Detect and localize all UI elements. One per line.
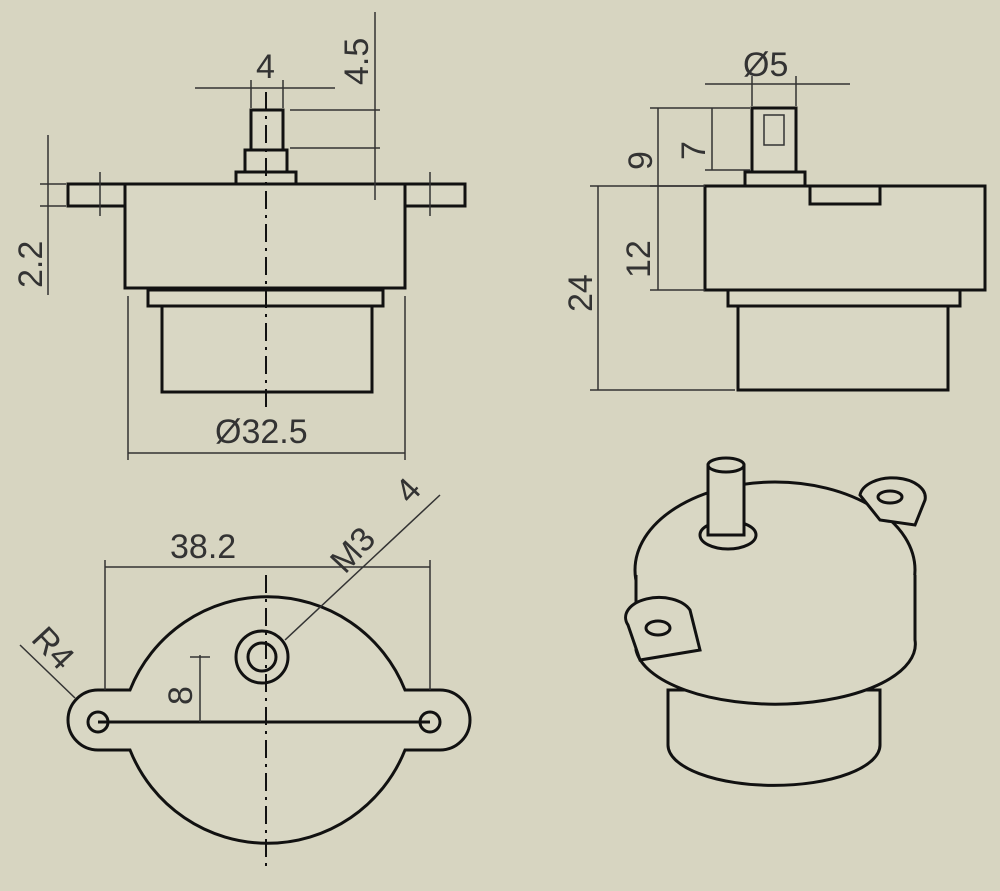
dim-shaft-offset: 8 (162, 686, 200, 705)
dim-shaft-diameter: Ø5 (743, 46, 788, 84)
dim-flat-length: 7 (675, 141, 713, 160)
dim-shaft-length: 9 (622, 151, 660, 170)
dim-body-diameter: Ø32.5 (215, 413, 308, 451)
dim-shaft-length: 4.5 (338, 38, 376, 85)
dim-hole-spacing: 38.2 (170, 528, 236, 566)
isometric-view (624, 456, 927, 787)
label-thread-depth: 4 (388, 471, 429, 511)
dim-shaft-width: 4 (256, 48, 275, 86)
top-view: 38.2 M3 4 R4 8 (19, 471, 472, 870)
label-ear-radius: R4 (24, 620, 81, 678)
label-thread: M3 (323, 520, 383, 580)
dim-total-height: 24 (562, 274, 600, 312)
front-view: 4 4.5 2.2 Ø32.5 (12, 12, 467, 460)
side-view: Ø5 9 7 12 24 (562, 46, 987, 392)
dim-flange-thickness: 2.2 (12, 241, 50, 288)
dim-body-height: 12 (620, 240, 658, 278)
